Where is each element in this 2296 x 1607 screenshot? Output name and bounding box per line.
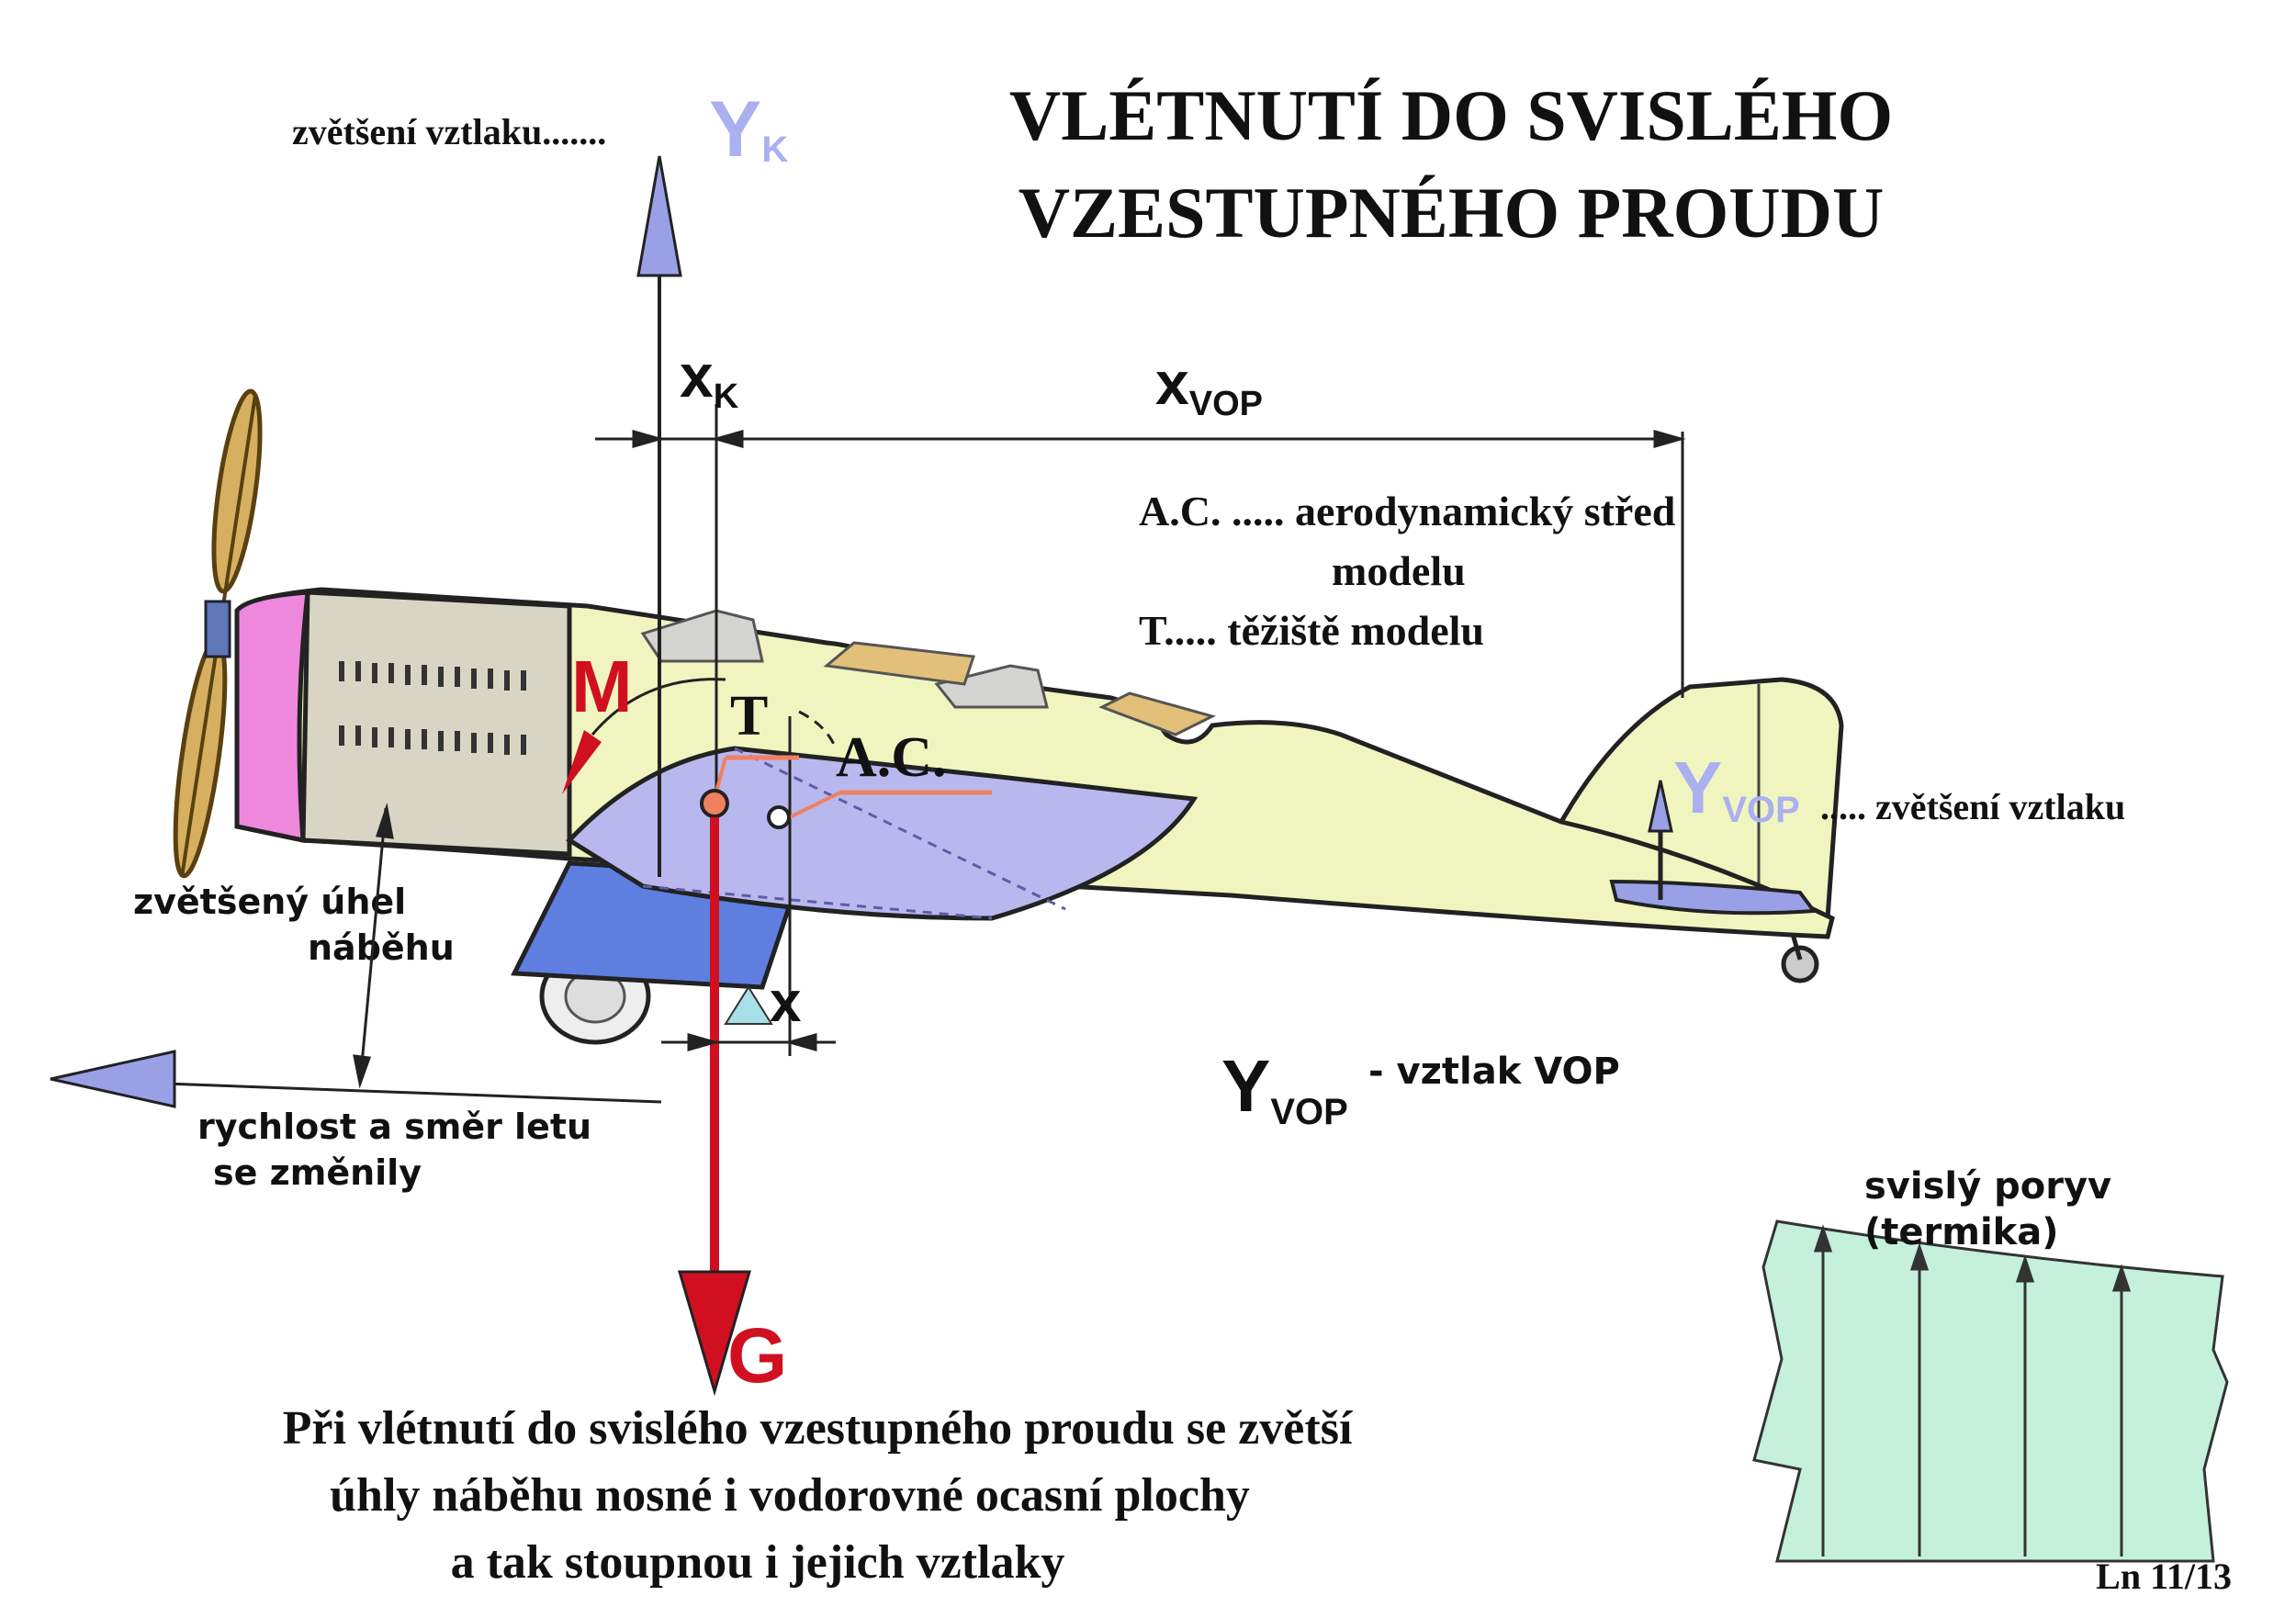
legend-t-line: T..... těžiště modelu	[1139, 607, 1484, 654]
tail-lift-increase-label: ..... zvětšení vztlaku	[1820, 786, 2125, 827]
rear-canopy	[934, 664, 1049, 709]
gust-arrows	[1813, 1224, 2132, 1556]
flight-label-line-2: se změnily	[213, 1152, 422, 1193]
cockpit-coaming-2	[1098, 691, 1217, 736]
weight-symbol: G	[727, 1312, 787, 1399]
gust-label-line-2: (termika)	[1864, 1211, 2059, 1253]
delta-x-dimension	[661, 1033, 836, 1051]
cg-symbol: T	[730, 685, 768, 747]
cg-point	[700, 789, 729, 818]
moment-symbol: M	[571, 646, 633, 727]
dimension-xvop-label: xVOP	[1155, 349, 1263, 423]
tail-lift-symbol: YVOP	[1673, 747, 1800, 830]
gust-region	[1752, 1219, 2229, 1563]
title-line-1: VLÉTNUTÍ DO SVISLÉHO	[1009, 75, 1893, 155]
engine-cowling	[300, 590, 572, 857]
ac-leader	[789, 791, 841, 819]
flight-direction-arrow	[50, 1050, 662, 1108]
delta-x-symbol: x	[770, 971, 802, 1034]
flight-label-line-1: rychlost a směr letu	[197, 1107, 591, 1147]
ac-symbol: A.C.	[836, 726, 947, 789]
dimension-xk-label: xK	[680, 342, 739, 416]
angle-label-line-1: zvětšený úhel	[133, 882, 406, 922]
legend-ac-line-1: A.C. ..... aerodynamický střed	[1139, 488, 1676, 534]
lift-increase-label-wing: zvětšení vztlaku.......	[292, 111, 606, 152]
page-reference: Ln 11/13	[2096, 1556, 2232, 1597]
tail-legend-text: - vztlak VOP	[1368, 1051, 1620, 1093]
angle-dimension	[353, 803, 394, 1089]
spinner	[234, 590, 310, 844]
cowling-vents	[339, 661, 526, 755]
weight-arrow	[677, 817, 752, 1397]
propeller	[173, 388, 263, 879]
tail-legend-symbol: YVOP	[1221, 1045, 1348, 1132]
cg-arc	[798, 710, 838, 749]
tail-lift-arrow	[1648, 780, 1673, 900]
moment-arrow	[562, 678, 726, 794]
title-line-2: VZESTUPNÉHO PROUDU	[1019, 173, 1885, 253]
angle-label-line-2: náběhu	[308, 927, 455, 968]
wing-lift-arrow	[636, 155, 682, 877]
conclusion-line-2: úhly náběhu nosné i vodorovné ocasní plo…	[330, 1469, 1250, 1522]
legend-ac-line-2: modelu	[1332, 547, 1466, 594]
gust-label-line-1: svislý poryv	[1864, 1165, 2111, 1208]
conclusion-line-1: Při vlétnutí do svislého vzestupného pro…	[283, 1402, 1354, 1455]
ac-point	[767, 805, 791, 829]
lift-symbol-wing: YK	[709, 85, 788, 174]
wing-detail-lines	[642, 747, 1066, 920]
cockpit-coaming-1	[823, 641, 976, 686]
delta-icon	[724, 985, 773, 1025]
conclusion-line-3: a tak stoupnou i jejich vztlaky	[451, 1536, 1065, 1589]
